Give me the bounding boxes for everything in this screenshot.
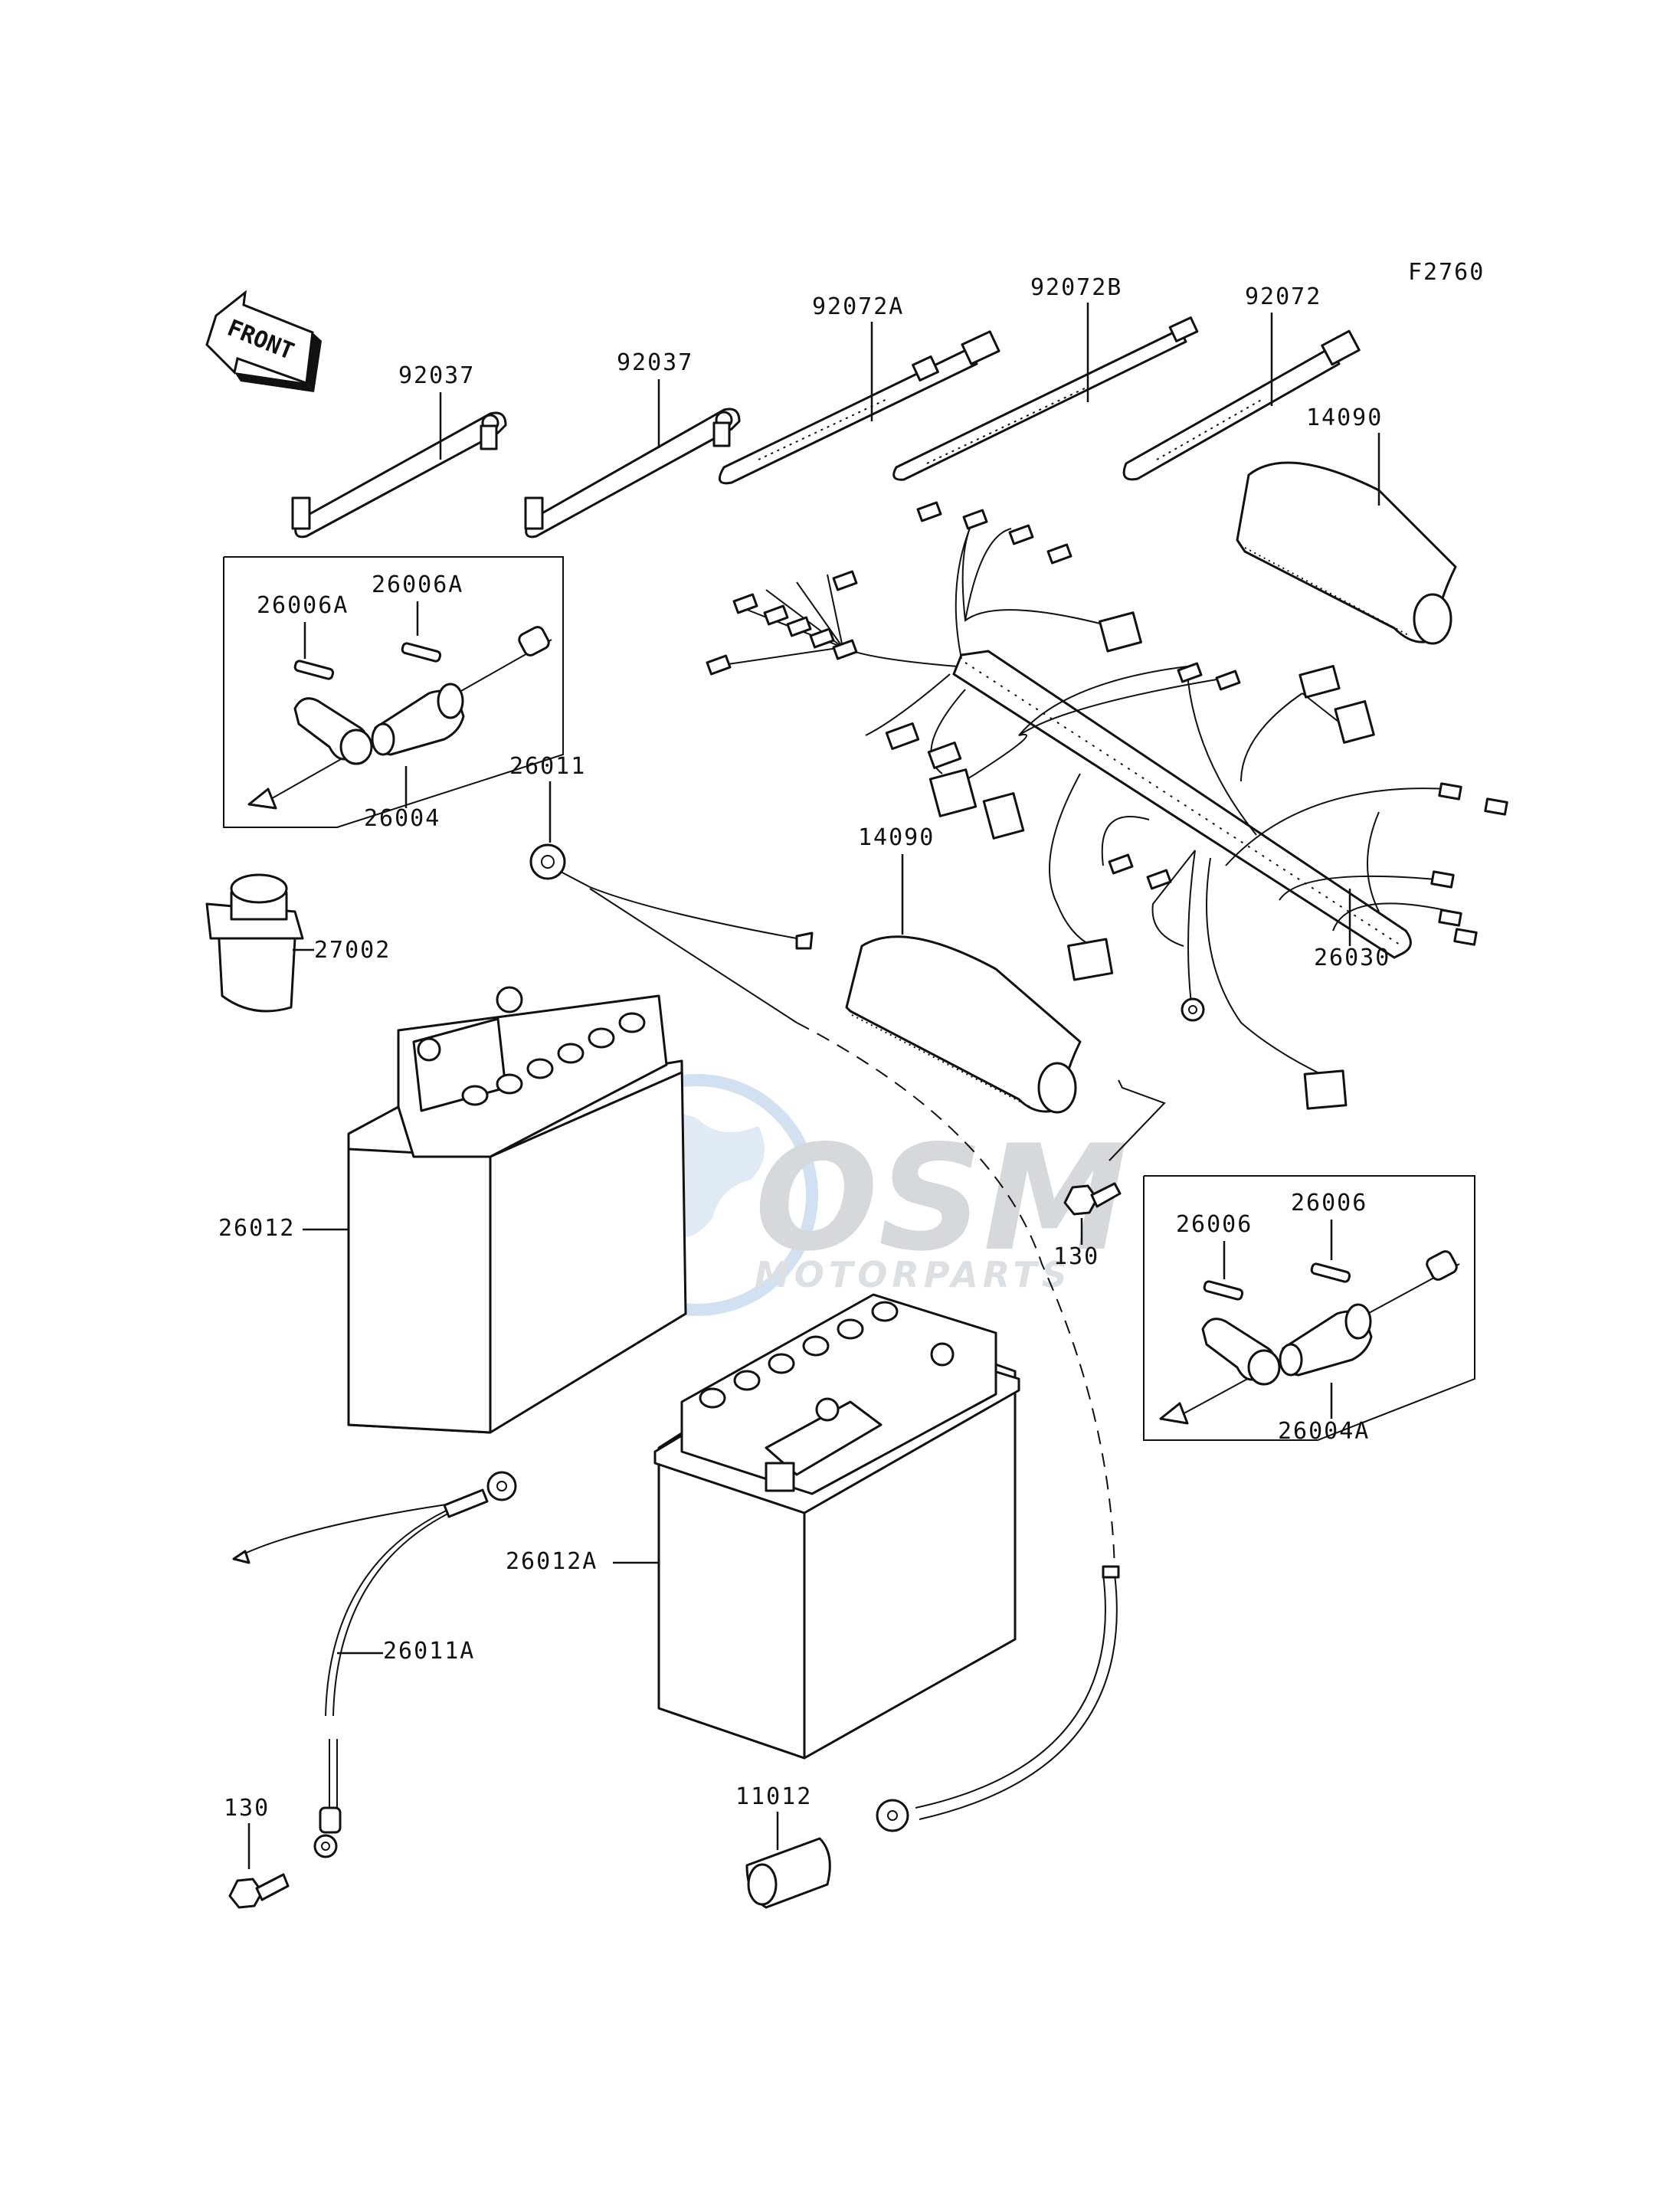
fuse-26006-a <box>1203 1280 1244 1301</box>
label-26006A-left: 26006A <box>257 592 349 619</box>
fuse-26006A-b <box>401 642 442 663</box>
part-92072B <box>892 316 1199 481</box>
label-26004: 26004 <box>364 805 440 832</box>
label-26006-right: 26006 <box>1291 1190 1367 1216</box>
part-92037-left <box>291 411 507 539</box>
part-11012 <box>745 1837 831 1909</box>
label-26011: 26011 <box>509 753 586 780</box>
label-130-bottom: 130 <box>224 1795 270 1822</box>
label-26004A: 26004A <box>1278 1418 1370 1445</box>
label-26030: 26030 <box>1314 945 1390 971</box>
part-26004A <box>1159 1250 1460 1425</box>
kit-box-26004A: 26006 26006 26004A <box>1143 1175 1475 1445</box>
part-27002 <box>205 873 304 1013</box>
part-92072A <box>718 330 1000 485</box>
label-26006A-right: 26006A <box>372 571 463 598</box>
part-92072 <box>1122 329 1361 481</box>
label-14090-top: 14090 <box>1306 404 1383 431</box>
label-26006-left: 26006 <box>1176 1211 1253 1238</box>
watermark-subtitle: MOTORPARTS <box>755 1254 1072 1295</box>
label-92037-right: 92037 <box>617 349 693 376</box>
label-130-mid: 130 <box>1053 1243 1099 1270</box>
part-92037-right <box>524 408 741 539</box>
label-27002: 27002 <box>314 937 391 964</box>
part-26011A <box>232 1471 517 1858</box>
part-26011 <box>529 843 814 1023</box>
label-14090-mid: 14090 <box>858 824 935 851</box>
label-26012A: 26012A <box>506 1548 598 1575</box>
part-26004 <box>247 626 552 810</box>
part-26012A <box>653 1293 1020 1760</box>
label-26012: 26012 <box>218 1215 295 1242</box>
part-26012 <box>347 986 687 1434</box>
part-14090-top <box>1236 461 1457 645</box>
front-arrow-icon: FRONT <box>205 290 322 392</box>
harness-connectors <box>706 501 1508 1110</box>
label-92072A: 92072A <box>812 293 904 320</box>
kit-box-26004: 26006A 26006A 26004 <box>223 556 564 832</box>
part-130-bottom <box>228 1873 290 1909</box>
part-14090-mid <box>845 935 1082 1114</box>
fuse-26006A-a <box>293 660 335 680</box>
label-92072B: 92072B <box>1030 274 1122 301</box>
part-ground-cable <box>876 1565 1120 1832</box>
part-130-mid <box>1063 1079 1166 1216</box>
label-11012: 11012 <box>735 1783 812 1810</box>
figure-code: F2760 <box>1408 259 1485 286</box>
part-26030 <box>706 501 1508 1110</box>
label-26011A: 26011A <box>383 1638 475 1665</box>
fuse-26006-b <box>1310 1262 1351 1283</box>
label-92037-left: 92037 <box>398 362 475 389</box>
label-92072: 92072 <box>1245 283 1321 310</box>
